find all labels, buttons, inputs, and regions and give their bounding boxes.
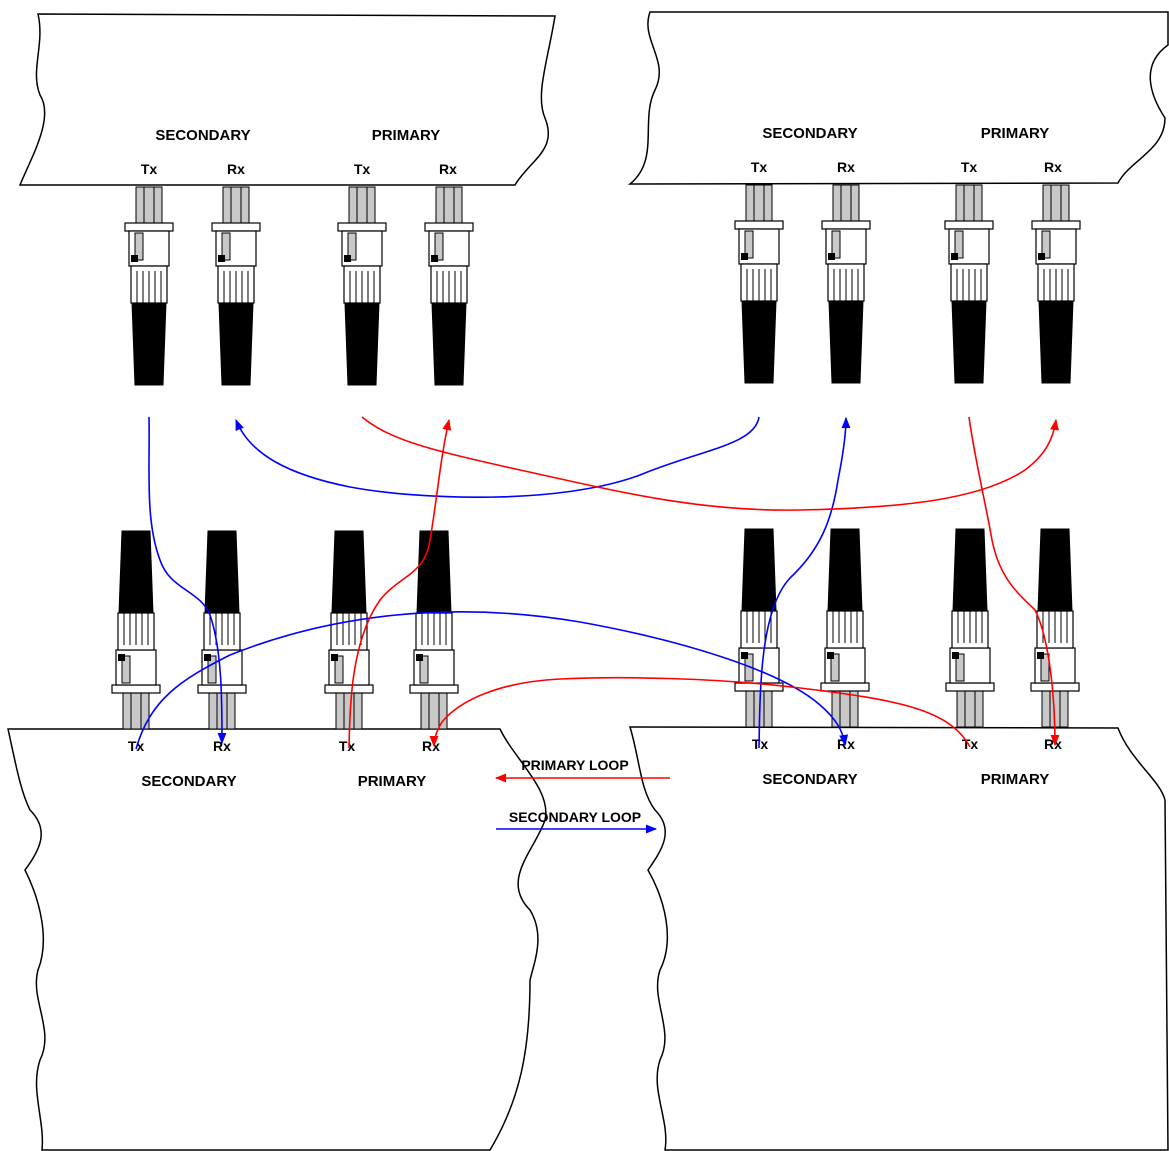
- connector-bottom-right-2: [820, 528, 870, 728]
- panel-top-left: [18, 13, 556, 186]
- panel-bottom-left: [7, 728, 547, 1151]
- cables-layer: [135, 416, 1060, 750]
- legend-primary-loop-label: PRIMARY LOOP: [521, 757, 628, 773]
- labels-layer: SECONDARY PRIMARY Tx Rx Tx Rx SECONDARY …: [128, 125, 1062, 790]
- connector-top-right-4: [1031, 184, 1081, 384]
- connector-top-right-3: [944, 184, 994, 384]
- bottom-left-port-3-label: Tx: [339, 738, 356, 754]
- bottom-right-port-1-label: Tx: [752, 736, 769, 752]
- connectors-layer: [111, 184, 1081, 730]
- panel-bottom-right: [628, 726, 1169, 1151]
- legend: PRIMARY LOOP SECONDARY LOOP: [494, 757, 670, 834]
- bottom-right-port-2-label: Rx: [837, 736, 855, 752]
- top-right-port-4-label: Rx: [1044, 159, 1062, 175]
- connector-top-left-2: [211, 186, 261, 386]
- connector-top-right-2: [821, 184, 871, 384]
- connector-bottom-right-3: [945, 528, 995, 728]
- top-right-port-3-label: Tx: [961, 159, 978, 175]
- connector-top-right-1: [734, 184, 784, 384]
- top-left-secondary-label: SECONDARY: [155, 127, 250, 144]
- top-left-port-4-label: Rx: [439, 161, 457, 177]
- top-left-primary-label: PRIMARY: [372, 127, 441, 144]
- top-left-port-2-label: Rx: [227, 161, 245, 177]
- bottom-left-secondary-label: SECONDARY: [141, 773, 236, 790]
- cable-primary-br-tx-to-bl-rx: [429, 676, 971, 748]
- top-right-port-2-label: Rx: [837, 159, 855, 175]
- cable-secondary-bl-tx-to-br-rx: [135, 611, 849, 750]
- connector-bottom-left-1: [111, 530, 161, 730]
- top-right-port-1-label: Tx: [751, 159, 768, 175]
- cable-primary-bl-tx-to-tl-rx: [348, 418, 452, 749]
- connector-top-left-4: [424, 186, 474, 386]
- cable-primary-tr-tx-to-br-rx: [968, 416, 1060, 747]
- cable-secondary-tl-tx-to-bl-rx: [148, 416, 227, 745]
- cable-secondary-br-tx-to-tr-rx: [758, 416, 851, 749]
- top-right-primary-label: PRIMARY: [981, 125, 1050, 142]
- bottom-left-port-4-label: Rx: [422, 738, 440, 754]
- panel-top-right: [627, 11, 1169, 185]
- top-right-secondary-label: SECONDARY: [762, 125, 857, 142]
- connector-top-left-1: [124, 186, 174, 386]
- connector-bottom-left-4: [409, 530, 459, 730]
- bottom-right-secondary-label: SECONDARY: [762, 771, 857, 788]
- cable-primary-tl-tx-to-tr-rx: [361, 416, 1059, 511]
- bottom-left-primary-label: PRIMARY: [358, 773, 427, 790]
- top-left-port-3-label: Tx: [354, 161, 371, 177]
- connector-top-left-3: [337, 186, 387, 386]
- legend-secondary-loop-label: SECONDARY LOOP: [509, 809, 641, 825]
- bottom-right-primary-label: PRIMARY: [981, 771, 1050, 788]
- connector-bottom-right-1: [734, 528, 784, 728]
- connector-bottom-right-4: [1030, 528, 1080, 728]
- cable-secondary-tr-tx-to-tl-rx: [235, 416, 760, 499]
- top-left-port-1-label: Tx: [141, 161, 158, 177]
- bottom-right-port-4-label: Rx: [1044, 736, 1062, 752]
- connector-bottom-left-3: [324, 530, 374, 730]
